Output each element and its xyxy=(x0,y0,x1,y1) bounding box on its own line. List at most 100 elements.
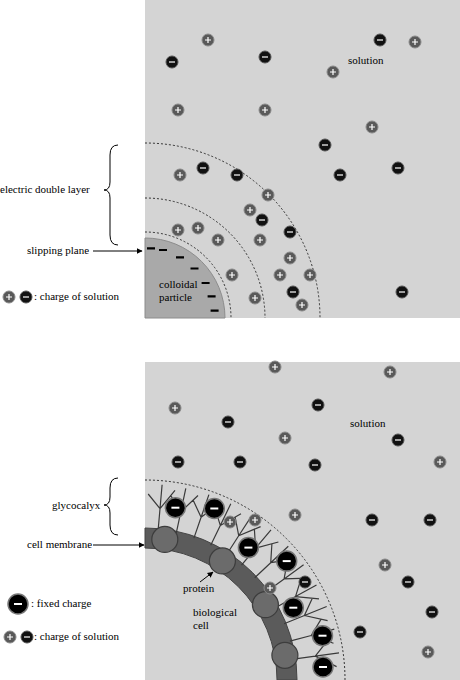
legend-text: : fixed charge xyxy=(31,597,91,610)
bracket xyxy=(104,478,118,535)
anion xyxy=(234,456,246,468)
anion xyxy=(222,416,234,428)
anion xyxy=(354,626,366,638)
glycocalyx-boundary xyxy=(145,480,345,680)
legend-anion xyxy=(21,631,33,643)
anion xyxy=(424,514,436,526)
anion xyxy=(392,434,404,446)
part-label: cell membrane xyxy=(27,538,92,551)
cation xyxy=(249,514,261,526)
cell-outline xyxy=(145,520,305,680)
cation xyxy=(269,361,281,373)
cation xyxy=(259,104,271,116)
cation xyxy=(169,402,181,414)
cation xyxy=(224,516,236,528)
cation xyxy=(202,34,214,46)
anion xyxy=(366,514,378,526)
solution-ions-top xyxy=(166,34,421,311)
anion xyxy=(426,606,438,618)
anion xyxy=(299,576,311,588)
cation xyxy=(274,269,286,281)
anion xyxy=(166,56,178,68)
solution-panel: solution colloidal particle xyxy=(145,0,460,318)
protein-symbol xyxy=(209,548,235,574)
cation xyxy=(172,224,184,236)
node-text: solution xyxy=(350,417,410,430)
fixed-charge xyxy=(165,498,185,518)
cation xyxy=(422,646,434,658)
legend-cation xyxy=(3,291,15,303)
leader-arrow xyxy=(93,545,144,546)
anion xyxy=(284,226,296,238)
anion xyxy=(374,34,386,46)
cation xyxy=(212,234,224,246)
node-text: biological cell xyxy=(193,606,253,632)
part-label: electric double layer xyxy=(0,183,90,196)
double-layer-rings xyxy=(145,143,320,318)
cation xyxy=(304,269,316,281)
legend-text: : charge of solution xyxy=(34,290,119,303)
anion xyxy=(197,162,209,174)
cation xyxy=(174,169,186,181)
cation xyxy=(327,66,339,78)
fixed-charge xyxy=(204,499,224,519)
cell-membrane-band xyxy=(145,528,297,680)
anion xyxy=(256,214,268,226)
anion xyxy=(231,169,243,181)
fixed-charge xyxy=(238,538,258,558)
cation xyxy=(249,292,261,304)
legend-text: : charge of solution xyxy=(34,630,119,643)
anion xyxy=(312,399,324,411)
surface-charge xyxy=(147,248,219,310)
part-label: slipping plane xyxy=(27,244,89,257)
cation xyxy=(296,299,308,311)
anion xyxy=(334,169,346,181)
anion xyxy=(287,286,299,298)
legend-cation xyxy=(4,631,16,643)
cation xyxy=(192,222,204,234)
cation xyxy=(366,121,378,133)
anion xyxy=(402,576,414,588)
anion xyxy=(259,51,271,63)
cation xyxy=(384,366,396,378)
cation xyxy=(264,582,276,594)
anion xyxy=(172,456,184,468)
anion xyxy=(319,139,331,151)
node-text: colloidal particle xyxy=(159,278,205,304)
cation xyxy=(172,104,184,116)
cation xyxy=(226,269,238,281)
protein-symbol xyxy=(152,526,178,552)
colloidal-particle: colloidal particle xyxy=(145,238,225,318)
legend-anion xyxy=(20,291,32,303)
cation xyxy=(279,432,291,444)
fixed-charge xyxy=(313,626,333,646)
glycocalyx-strands xyxy=(148,485,339,667)
anion xyxy=(396,286,408,298)
cation xyxy=(262,189,274,201)
biological-cell: biological cell xyxy=(145,520,305,680)
cation xyxy=(284,252,296,264)
solution-panel: solution biological cell xyxy=(145,362,460,680)
membrane-proteins xyxy=(152,526,298,668)
cation xyxy=(409,36,421,48)
leader-arrow xyxy=(93,251,142,252)
bracket xyxy=(104,145,118,245)
cation xyxy=(244,204,256,216)
cation xyxy=(434,456,446,468)
fixed-charge xyxy=(277,551,297,571)
fixed-charge xyxy=(283,598,303,618)
solution-ions-bottom xyxy=(169,361,446,658)
anion xyxy=(309,459,321,471)
protein-symbol xyxy=(252,592,278,618)
glycocalyx-layer xyxy=(145,480,345,680)
cation xyxy=(289,509,301,521)
fixed-charge xyxy=(313,657,333,677)
leader-arrow xyxy=(200,572,213,582)
protein-symbol xyxy=(272,642,298,668)
legend-fixed-charge xyxy=(8,594,28,614)
node-text: solution xyxy=(348,54,408,67)
cation xyxy=(254,234,266,246)
part-label: glycocalyx xyxy=(52,499,100,512)
